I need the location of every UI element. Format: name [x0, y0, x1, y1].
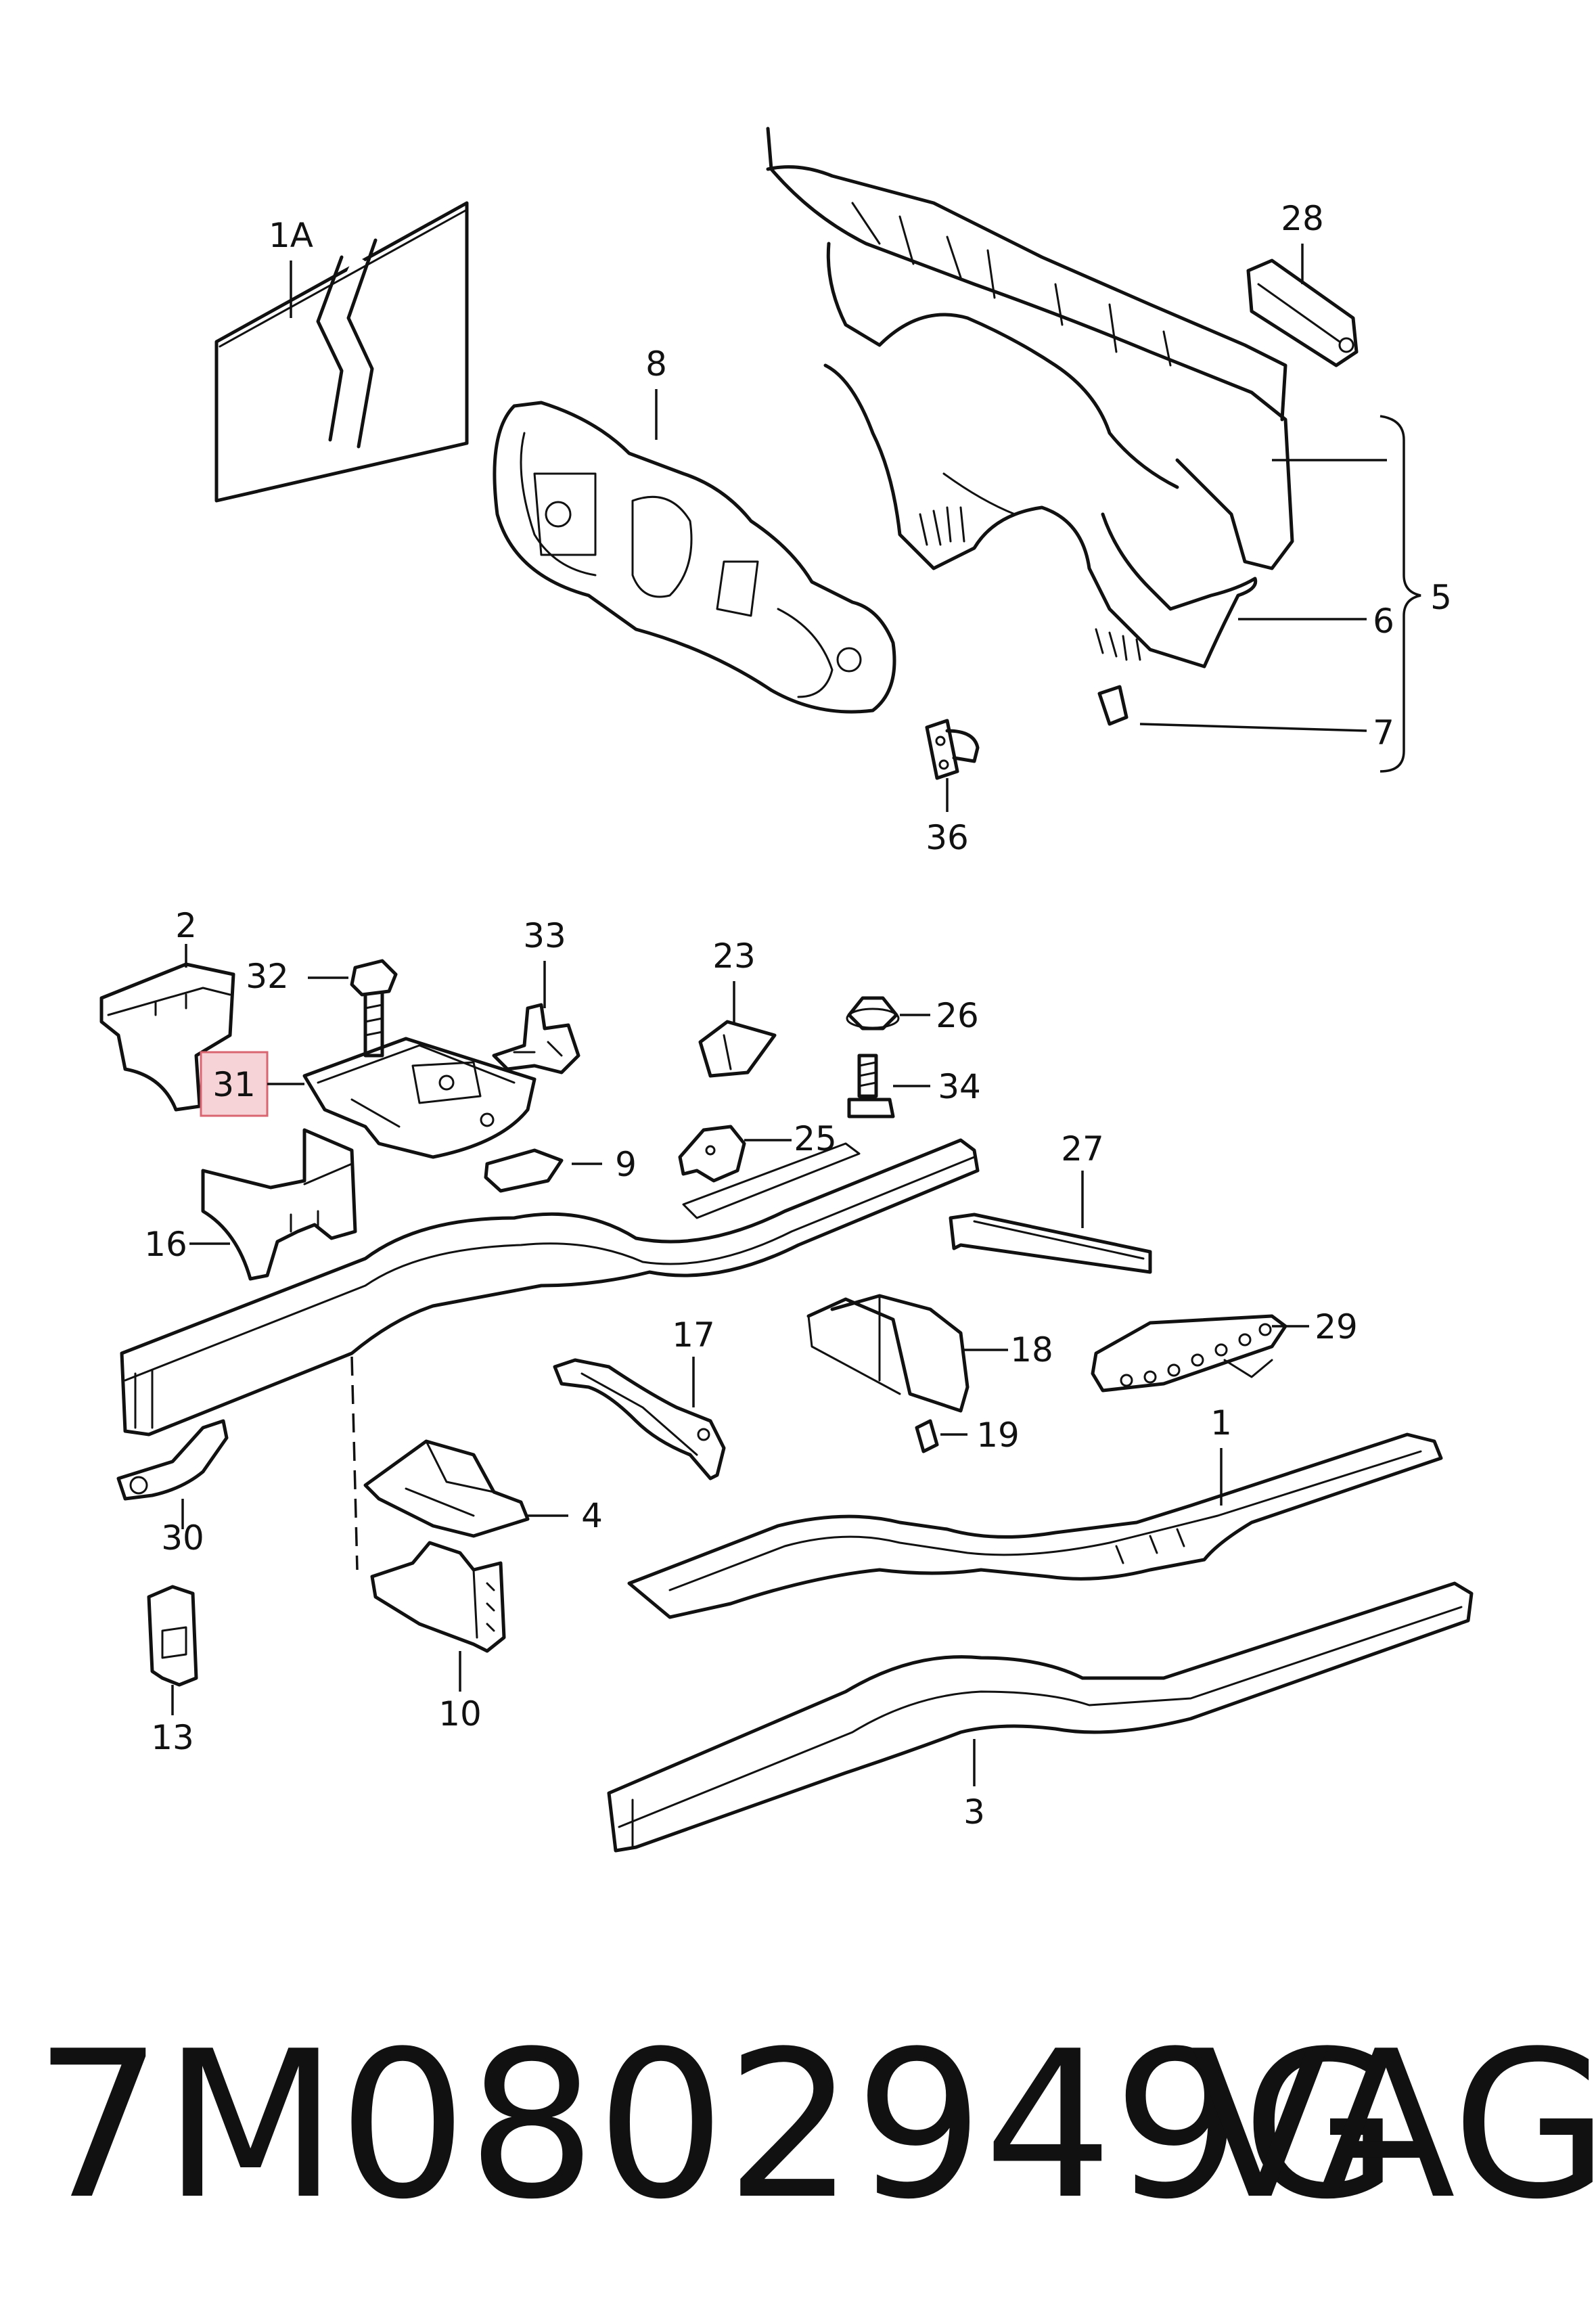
part-32-bolt: [350, 959, 398, 1058]
callout-2: 2: [175, 906, 197, 945]
callout-10: 10: [438, 1694, 482, 1734]
part-5-front-panel: [766, 127, 1294, 669]
callout-31-highlight: [200, 1051, 269, 1117]
part-27-strip: [949, 1213, 1152, 1274]
callout-16: 16: [144, 1225, 187, 1264]
part-10-bracket: [370, 1541, 506, 1653]
part-25-bracket: [678, 1125, 746, 1183]
callout-7: 7: [1373, 713, 1394, 752]
callout-29: 29: [1315, 1307, 1358, 1347]
part-number-text: 7M0802949G: [34, 2008, 1399, 2244]
callout-30: 30: [161, 1518, 204, 1558]
callout-33: 33: [523, 916, 566, 955]
part-4-bracket: [363, 1439, 530, 1538]
callout-18: 18: [1010, 1330, 1053, 1370]
callout-8: 8: [645, 344, 667, 384]
callout-1a: 1A: [269, 216, 313, 255]
part-19-clip: [915, 1419, 939, 1453]
callout-17: 17: [672, 1315, 715, 1355]
part-16-panel: [201, 1128, 357, 1281]
part-17-bracket: [553, 1358, 726, 1480]
callout-6: 6: [1373, 602, 1394, 641]
callout-3: 3: [963, 1792, 985, 1832]
callout-13: 13: [151, 1718, 194, 1757]
callout-23: 23: [712, 936, 756, 976]
part-side-rail: [120, 1138, 980, 1437]
part-18-bracket: [806, 1294, 970, 1413]
part-28-grommet: [1246, 258, 1359, 367]
part-33-bracket: [492, 1003, 580, 1075]
part-13-clip: [147, 1585, 198, 1687]
part-1a-panel: [214, 201, 469, 503]
part-9-clip: [484, 1148, 564, 1193]
part-31-plate: [302, 1037, 537, 1159]
part-2-bracket: [99, 962, 235, 1112]
part-36-nutplate: [925, 719, 980, 780]
callout-5: 5: [1430, 578, 1452, 617]
callout-1: 1: [1210, 1403, 1232, 1443]
callout-26: 26: [936, 996, 979, 1035]
callout-34: 34: [938, 1067, 981, 1106]
part-8-insulation: [493, 401, 896, 714]
callout-28: 28: [1281, 199, 1324, 238]
callout-31: 31: [212, 1065, 256, 1104]
brand-text: VAG: [1191, 2008, 1596, 2244]
part-34-bolt: [847, 1054, 895, 1118]
callout-32: 32: [246, 957, 289, 996]
part-26-nut: [846, 996, 900, 1031]
callout-19: 19: [976, 1416, 1020, 1455]
part-23-bracket: [698, 1020, 777, 1078]
callout-25: 25: [794, 1119, 837, 1158]
callout-36: 36: [926, 818, 969, 857]
callout-27: 27: [1061, 1129, 1104, 1169]
part-1-rail: [627, 1432, 1443, 1619]
part-29-strip: [1091, 1314, 1287, 1393]
callout-4: 4: [581, 1496, 603, 1535]
part-3-rail: [607, 1581, 1474, 1853]
callout-9: 9: [615, 1145, 637, 1184]
part-7-clip: [1097, 685, 1128, 726]
part-30-bracket: [116, 1419, 229, 1501]
